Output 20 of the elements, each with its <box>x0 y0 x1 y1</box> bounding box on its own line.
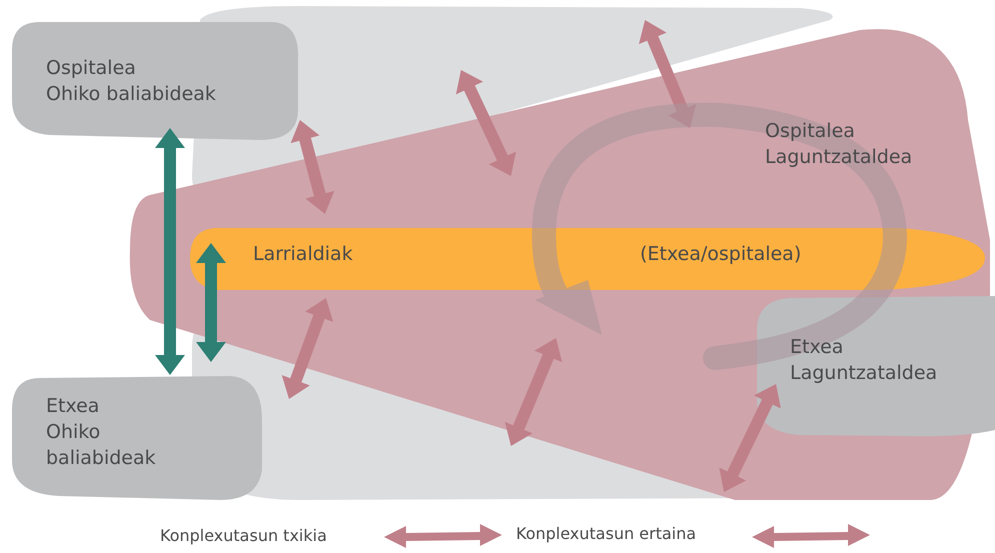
scale-label: Konplexutasun ertaina <box>516 524 696 543</box>
node-label: Ospitalea <box>765 119 856 144</box>
double-arrow <box>719 384 781 492</box>
node-label: Ospitalea <box>46 56 137 81</box>
node-label: Etxea <box>790 335 844 360</box>
node-label: Laguntzataldea <box>790 361 938 386</box>
node-label: Etxea <box>46 394 100 419</box>
scale-label: Konplexutasun txikia <box>160 526 327 545</box>
node-label: Laguntzataldea <box>765 145 914 170</box>
node-label: Ohiko baliabideak <box>46 82 217 107</box>
double-arrow <box>504 338 562 446</box>
node-label: Ohiko baliabideak <box>46 420 157 471</box>
double-arrow <box>196 243 226 362</box>
double-arrow <box>638 20 696 128</box>
double-arrow <box>456 70 516 176</box>
double-arrow <box>155 128 185 375</box>
node-label: (Etxea/ospitalea) <box>640 242 802 267</box>
double-arrow <box>290 120 334 214</box>
node-label: Larrialdiak <box>253 242 354 267</box>
double-arrow <box>282 298 334 399</box>
